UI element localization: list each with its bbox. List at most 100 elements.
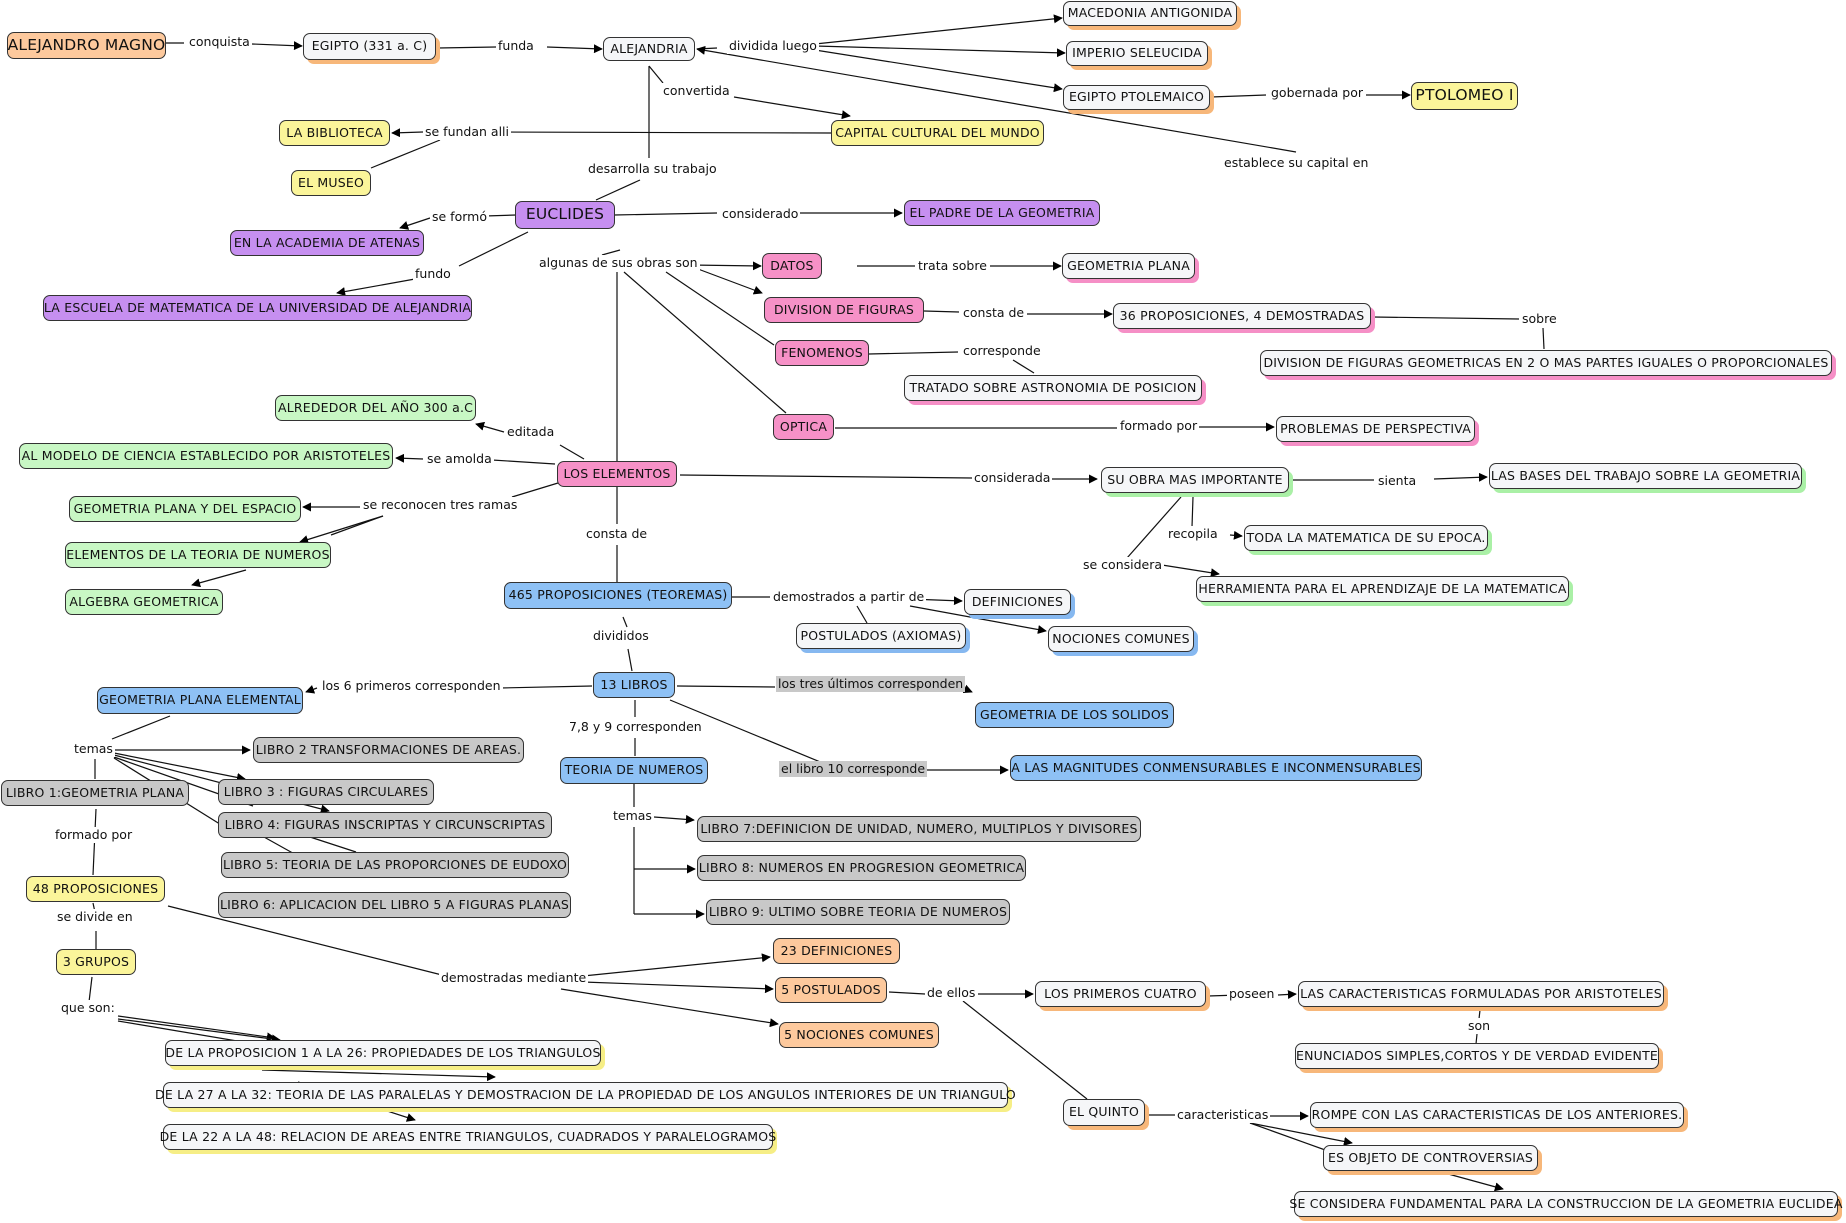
- label-convertida: convertida: [661, 83, 732, 99]
- label-establece-capital: establece su capital en: [1222, 155, 1371, 171]
- node-nociones-comunes[interactable]: NOCIONES COMUNES: [1048, 626, 1194, 652]
- label-corresponde: corresponde: [961, 343, 1043, 359]
- node-bases-trabajo[interactable]: LAS BASES DEL TRABAJO SOBRE LA GEOMETRIA: [1489, 463, 1802, 489]
- label-tres-ramas: se reconocen tres ramas: [361, 497, 520, 513]
- node-modelo-aristoteles[interactable]: AL MODELO DE CIENCIA ESTABLECIDO POR ARI…: [19, 443, 393, 469]
- node-egipto-ptolemaico[interactable]: EGIPTO PTOLEMAICO: [1063, 85, 1210, 110]
- node-libro-7[interactable]: LIBRO 7:DEFINICION DE UNIDAD, NUMERO, MU…: [697, 816, 1141, 842]
- label-consta-de-elementos: consta de: [584, 526, 650, 542]
- node-geometria-plana-espacio[interactable]: GEOMETRIA PLANA Y DEL ESPACIO: [69, 496, 301, 522]
- node-grupo-1[interactable]: DE LA PROPOSICION 1 A LA 26: PROPIEDADES…: [165, 1040, 601, 1066]
- label-siete-ocho-nueve: 7,8 y 9 corresponden: [567, 719, 704, 735]
- label-sienta: sienta: [1376, 473, 1419, 489]
- node-enunciados-simples[interactable]: ENUNCIADOS SIMPLES,CORTOS Y DE VERDAD EV…: [1295, 1043, 1659, 1069]
- label-se-divide-en: se divide en: [55, 909, 135, 925]
- node-rompe-caracteristicas[interactable]: ROMPE CON LAS CARACTERISTICAS DE LOS ANT…: [1310, 1102, 1684, 1128]
- node-36-proposiciones[interactable]: 36 PROPOSICIONES, 4 DEMOSTRADAS: [1113, 303, 1371, 329]
- node-geometria-solidos[interactable]: GEOMETRIA DE LOS SOLIDOS: [975, 702, 1174, 728]
- label-se-considera: se considera: [1081, 557, 1165, 573]
- node-padre-geometria[interactable]: EL PADRE DE LA GEOMETRIA: [904, 200, 1100, 226]
- label-considerado: considerado: [720, 206, 801, 222]
- label-desarrolla-trabajo: desarrolla su trabajo: [586, 161, 719, 177]
- label-considerada: considerada: [972, 470, 1053, 486]
- node-3-grupos[interactable]: 3 GRUPOS: [56, 949, 136, 975]
- node-5-postulados[interactable]: 5 POSTULADOS: [775, 977, 887, 1003]
- label-gobernada-por: gobernada por: [1269, 85, 1365, 101]
- label-tres-ultimos: los tres últimos corresponden: [776, 676, 966, 692]
- label-fundo: fundo: [413, 266, 453, 282]
- label-se-formo: se formó: [430, 209, 489, 225]
- node-imperio-seleucida[interactable]: IMPERIO SELEUCIDA: [1066, 41, 1208, 66]
- node-teoria-de-numeros[interactable]: TEORIA DE NUMEROS: [560, 757, 708, 784]
- node-libro-4[interactable]: LIBRO 4: FIGURAS INSCRIPTAS Y CIRCUNSCRI…: [218, 812, 552, 838]
- label-recopila: recopila: [1166, 526, 1220, 542]
- label-trata-sobre: trata sobre: [916, 258, 989, 274]
- node-geometria-plana-elemental[interactable]: GEOMETRIA PLANA ELEMENTAL: [97, 687, 303, 714]
- node-objeto-controversias[interactable]: ES OBJETO DE CONTROVERSIAS: [1323, 1145, 1538, 1171]
- node-datos[interactable]: DATOS: [762, 253, 822, 279]
- node-euclides[interactable]: EUCLIDES: [515, 201, 615, 229]
- node-escuela-matematica[interactable]: LA ESCUELA DE MATEMATICA DE LA UNIVERSID…: [43, 295, 472, 321]
- label-consta-de-division: consta de: [961, 305, 1027, 321]
- node-algebra-geometrica[interactable]: ALGEBRA GEOMETRICA: [65, 589, 223, 615]
- node-ptolomeo-i[interactable]: PTOLOMEO I: [1411, 82, 1518, 110]
- node-los-elementos[interactable]: LOS ELEMENTOS: [557, 461, 677, 487]
- node-division-descripcion[interactable]: DIVISION DE FIGURAS GEOMETRICAS EN 2 O M…: [1260, 350, 1832, 376]
- node-libro-5[interactable]: LIBRO 5: TEORIA DE LAS PROPORCIONES DE E…: [221, 852, 569, 878]
- node-libro-9[interactable]: LIBRO 9: ULTIMO SOBRE TEORIA DE NUMEROS: [706, 899, 1010, 925]
- node-13-libros[interactable]: 13 LIBROS: [593, 672, 675, 698]
- node-obra-mas-importante[interactable]: SU OBRA MAS IMPORTANTE: [1101, 467, 1289, 493]
- node-macedonia-antigonida[interactable]: MACEDONIA ANTIGONIDA: [1063, 1, 1237, 26]
- label-se-fundan-alli: se fundan alli: [423, 124, 511, 140]
- node-teoria-numeros-elementos[interactable]: ELEMENTOS DE LA TEORIA DE NUMEROS: [65, 542, 331, 568]
- label-editada: editada: [505, 424, 557, 440]
- node-egipto-331[interactable]: EGIPTO (331 a. C): [303, 33, 436, 60]
- node-libro-1[interactable]: LIBRO 1:GEOMETRIA PLANA: [1, 780, 189, 806]
- node-el-quinto[interactable]: EL QUINTO: [1063, 1099, 1145, 1126]
- node-primeros-cuatro[interactable]: LOS PRIMEROS CUATRO: [1035, 981, 1206, 1007]
- label-algunas-obras: algunas de sus obras son: [537, 255, 700, 271]
- label-que-son: que son:: [59, 1000, 117, 1016]
- node-la-biblioteca[interactable]: LA BIBLIOTECA: [279, 120, 390, 146]
- node-el-museo[interactable]: EL MUSEO: [291, 170, 371, 196]
- node-definiciones[interactable]: DEFINICIONES: [964, 589, 1071, 615]
- node-academia-atenas[interactable]: EN LA ACADEMIA DE ATENAS: [230, 230, 424, 256]
- node-problemas-perspectiva[interactable]: PROBLEMAS DE PERSPECTIVA: [1276, 416, 1475, 442]
- node-grupo-3[interactable]: DE LA 22 A LA 48: RELACION DE AREAS ENTR…: [160, 1124, 776, 1150]
- node-capital-cultural[interactable]: CAPITAL CULTURAL DEL MUNDO: [831, 120, 1044, 146]
- node-5-nociones-comunes[interactable]: 5 NOCIONES COMUNES: [779, 1022, 939, 1048]
- node-libro-8[interactable]: LIBRO 8: NUMEROS EN PROGRESION GEOMETRIC…: [697, 855, 1026, 881]
- label-demostrados-a-partir: demostrados a partir de: [771, 589, 927, 605]
- node-48-proposiciones[interactable]: 48 PROPOSICIONES: [26, 876, 165, 902]
- node-grupo-2[interactable]: DE LA 27 A LA 32: TEORIA DE LAS PARALELA…: [155, 1082, 1016, 1108]
- label-caracteristicas: caracteristicas: [1175, 1107, 1271, 1123]
- node-division-figuras[interactable]: DIVISION DE FIGURAS: [764, 297, 924, 323]
- node-anio-300[interactable]: ALREDEDOR DEL AÑO 300 a.C: [275, 395, 476, 421]
- node-libro-3[interactable]: LIBRO 3 : FIGURAS CIRCULARES: [218, 779, 434, 805]
- label-son: son: [1466, 1018, 1493, 1034]
- node-23-definiciones[interactable]: 23 DEFINICIONES: [773, 938, 900, 964]
- node-libro-6[interactable]: LIBRO 6: APLICACION DEL LIBRO 5 A FIGURA…: [218, 892, 571, 918]
- node-postulados-axiomas[interactable]: POSTULADOS (AXIOMAS): [796, 623, 966, 649]
- label-formado-por-optica: formado por: [1118, 418, 1200, 434]
- node-optica[interactable]: OPTICA: [773, 414, 834, 440]
- node-libro-2[interactable]: LIBRO 2 TRANSFORMACIONES DE AREAS.: [253, 737, 524, 763]
- node-geometria-plana[interactable]: GEOMETRIA PLANA: [1062, 253, 1195, 279]
- label-demostradas-mediante: demostradas mediante: [439, 970, 589, 986]
- node-alejandro-magno[interactable]: ALEJANDRO MAGNO: [7, 32, 166, 59]
- node-465-proposiciones[interactable]: 465 PROPOSICIONES (TEOREMAS): [504, 582, 732, 609]
- label-poseen: poseen: [1227, 986, 1277, 1002]
- label-libro-10: el libro 10 corresponde: [779, 761, 928, 777]
- node-herramienta-aprendizaje[interactable]: HERRAMIENTA PARA EL APRENDIZAJE DE LA MA…: [1196, 576, 1569, 602]
- node-magnitudes[interactable]: A LAS MAGNITUDES CONMENSURABLES E INCONM…: [1010, 755, 1422, 781]
- node-alejandria[interactable]: ALEJANDRIA: [603, 37, 695, 61]
- label-temas-numeros: temas: [611, 808, 654, 824]
- node-fundamental-euclidea[interactable]: SE CONSIDERA FUNDAMENTAL PARA LA CONSTRU…: [1289, 1191, 1842, 1217]
- label-se-amolda: se amolda: [425, 451, 494, 467]
- node-tratado-astronomia[interactable]: TRATADO SOBRE ASTRONOMIA DE POSICION: [904, 375, 1202, 401]
- node-fenomenos[interactable]: FENOMENOS: [775, 340, 869, 366]
- node-toda-matematica[interactable]: TODA LA MATEMATICA DE SU EPOCA.: [1244, 525, 1488, 551]
- label-formado-por-libro1: formado por: [53, 827, 135, 843]
- node-caracteristicas-aristoteles[interactable]: LAS CARACTERISTICAS FORMULADAS POR ARIST…: [1298, 981, 1664, 1007]
- label-temas-elemental: temas: [72, 741, 115, 757]
